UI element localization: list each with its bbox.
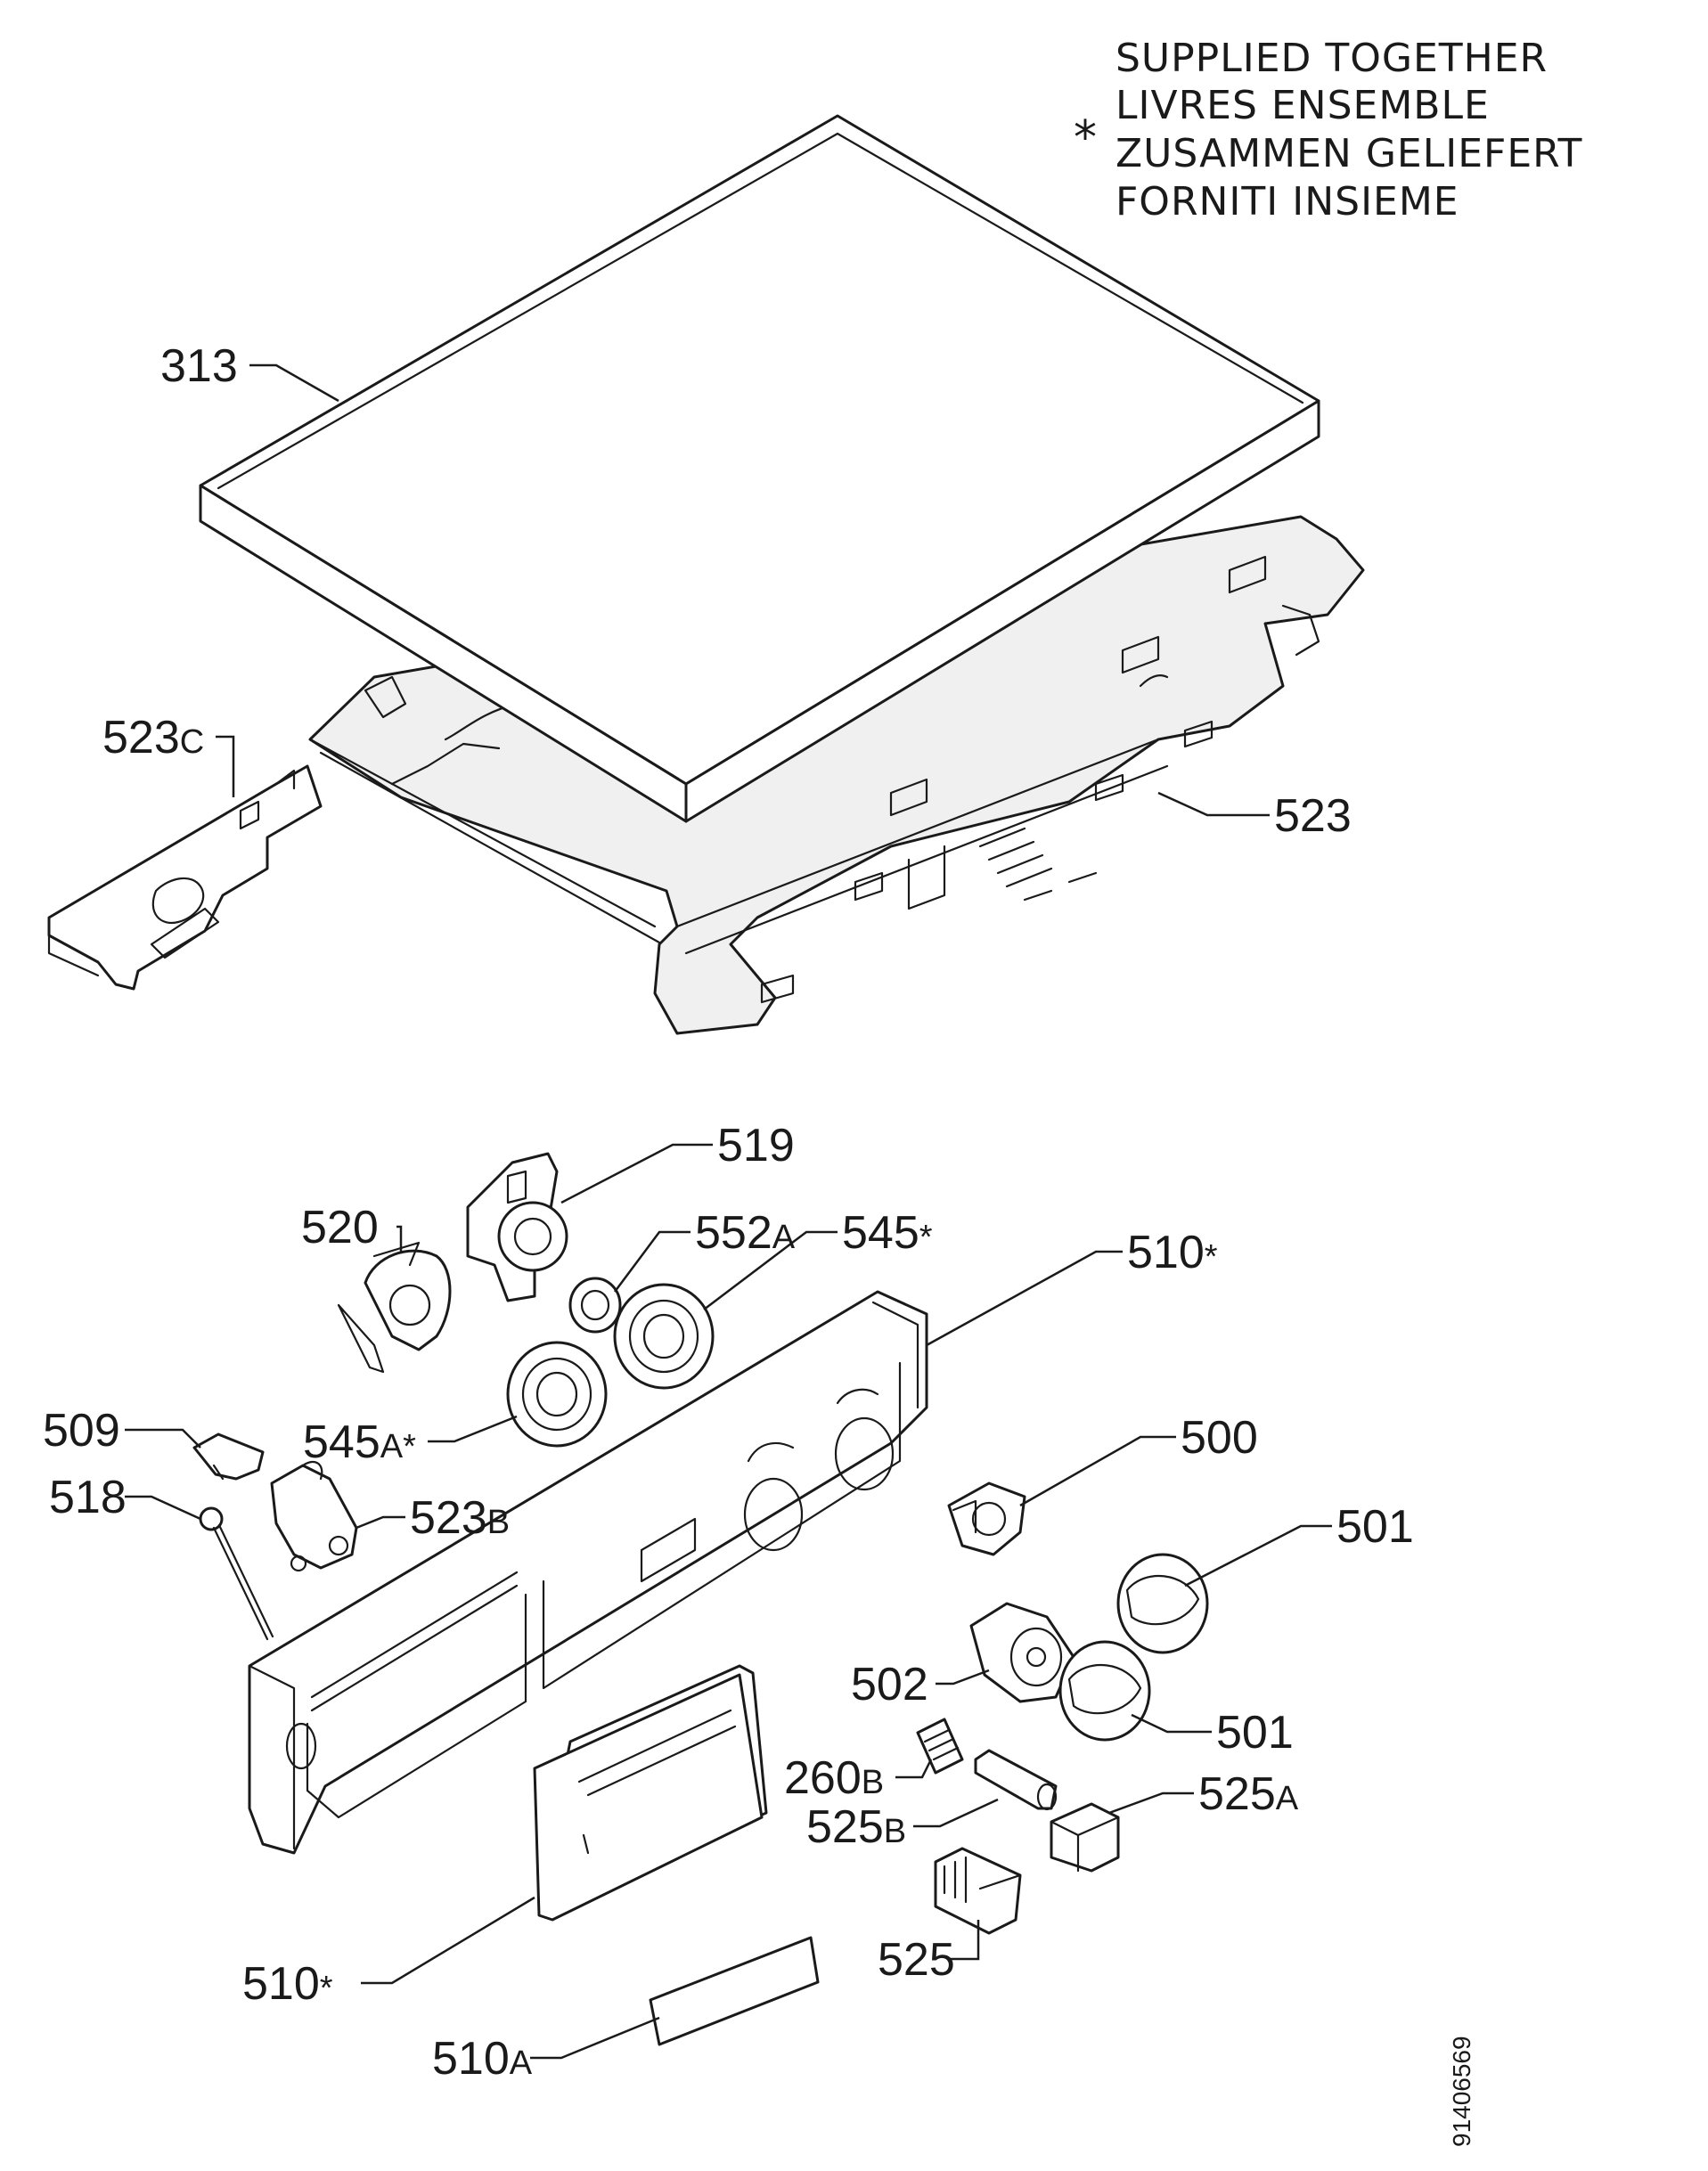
- leader-525b: [913, 1798, 999, 1828]
- part-519-selector-housing: [466, 1152, 568, 1302]
- legend-line-2: LIVRES ENSEMBLE: [1116, 83, 1490, 128]
- part-509-latch: [192, 1432, 265, 1481]
- callout-500: 500: [1181, 1412, 1258, 1464]
- leader-545a: [428, 1415, 518, 1443]
- part-502-selector-switch: [969, 1602, 1075, 1703]
- callout-525b: 525B: [806, 1801, 906, 1853]
- part-525-button: [934, 1847, 1022, 1935]
- leader-510-bottom: [361, 1896, 535, 1985]
- callout-510a: 510A: [432, 2033, 533, 2085]
- leader-525: [949, 1920, 980, 1961]
- callout-523: 523: [1274, 790, 1352, 842]
- leader-502: [936, 1669, 990, 1685]
- callout-260b: 260B: [784, 1752, 884, 1804]
- leader-518: [125, 1495, 201, 1521]
- part-519-center-ring: [497, 1201, 568, 1272]
- part-501-top-knob: [1116, 1553, 1209, 1654]
- leader-260b: [895, 1759, 933, 1779]
- leader-501-top: [1184, 1524, 1332, 1587]
- part-545a-knob: [506, 1341, 608, 1448]
- callout-leaders: [125, 363, 1332, 2060]
- leader-545: [703, 1230, 838, 1310]
- callout-510-bottom: 510*: [242, 1958, 333, 2010]
- leader-523: [1157, 791, 1270, 817]
- callout-509: 509: [43, 1405, 120, 1457]
- leader-509: [125, 1428, 201, 1449]
- callout-525: 525: [878, 1934, 955, 1986]
- callout-510-top: 510*: [1127, 1227, 1218, 1278]
- part-523c-bracket: [47, 764, 323, 991]
- leader-313: [249, 363, 339, 403]
- leader-523b: [355, 1515, 405, 1530]
- part-525b-shaft: [974, 1749, 1058, 1811]
- callout-523c: 523C: [102, 712, 204, 763]
- part-260b-spring: [916, 1718, 964, 1775]
- leader-510a: [530, 2016, 660, 2060]
- part-525a-button: [1050, 1802, 1120, 1873]
- leader-519: [560, 1143, 713, 1204]
- part-313-lid: [199, 114, 1320, 823]
- callout-552a: 552A: [695, 1207, 796, 1259]
- legend-star-symbol: *: [1074, 111, 1097, 165]
- callout-502: 502: [851, 1659, 928, 1710]
- leader-523c: [216, 735, 235, 797]
- legend-line-4: FORNITI INSIEME: [1116, 179, 1459, 224]
- callout-labels: 313 523C 523 519 520 552A 545* 510* 509 …: [43, 340, 1414, 2085]
- legend-line-3: ZUSAMMEN GELIEFERT: [1116, 131, 1582, 176]
- leader-510-top: [926, 1250, 1123, 1347]
- callout-545: 545*: [842, 1207, 933, 1259]
- callout-501-bottom: 501: [1216, 1707, 1294, 1759]
- callout-519: 519: [717, 1120, 795, 1171]
- part-523b-door-lock: [270, 1460, 358, 1572]
- callout-520: 520: [301, 1202, 379, 1253]
- part-545-knob: [613, 1283, 715, 1390]
- drawing-number: 91406569: [1448, 2036, 1475, 2147]
- callout-545a: 545A*: [303, 1416, 416, 1468]
- callout-523b: 523B: [410, 1492, 510, 1544]
- leader-500: [1019, 1435, 1176, 1507]
- part-501-bottom-knob: [1058, 1640, 1151, 1742]
- leader-552a: [613, 1230, 691, 1293]
- part-520-cam: [337, 1241, 452, 1374]
- callout-313: 313: [160, 340, 238, 392]
- callout-501-top: 501: [1336, 1501, 1414, 1553]
- leader-520: [396, 1225, 403, 1252]
- leader-525a: [1108, 1791, 1194, 1815]
- callout-525a: 525A: [1198, 1768, 1299, 1820]
- callout-518: 518: [49, 1472, 127, 1523]
- part-510-control-panel: [248, 1290, 928, 1855]
- legend: * SUPPLIED TOGETHER LIVRES ENSEMBLE ZUSA…: [1074, 36, 1582, 224]
- part-518-screw: [199, 1506, 274, 1641]
- part-510-drawer-front: [533, 1664, 768, 1922]
- legend-line-1: SUPPLIED TOGETHER: [1116, 36, 1548, 81]
- part-552a-ring: [568, 1277, 622, 1334]
- part-500-pivot: [947, 1481, 1026, 1556]
- leader-501-bottom: [1131, 1713, 1212, 1734]
- part-510a-label-plate: [649, 1936, 820, 2046]
